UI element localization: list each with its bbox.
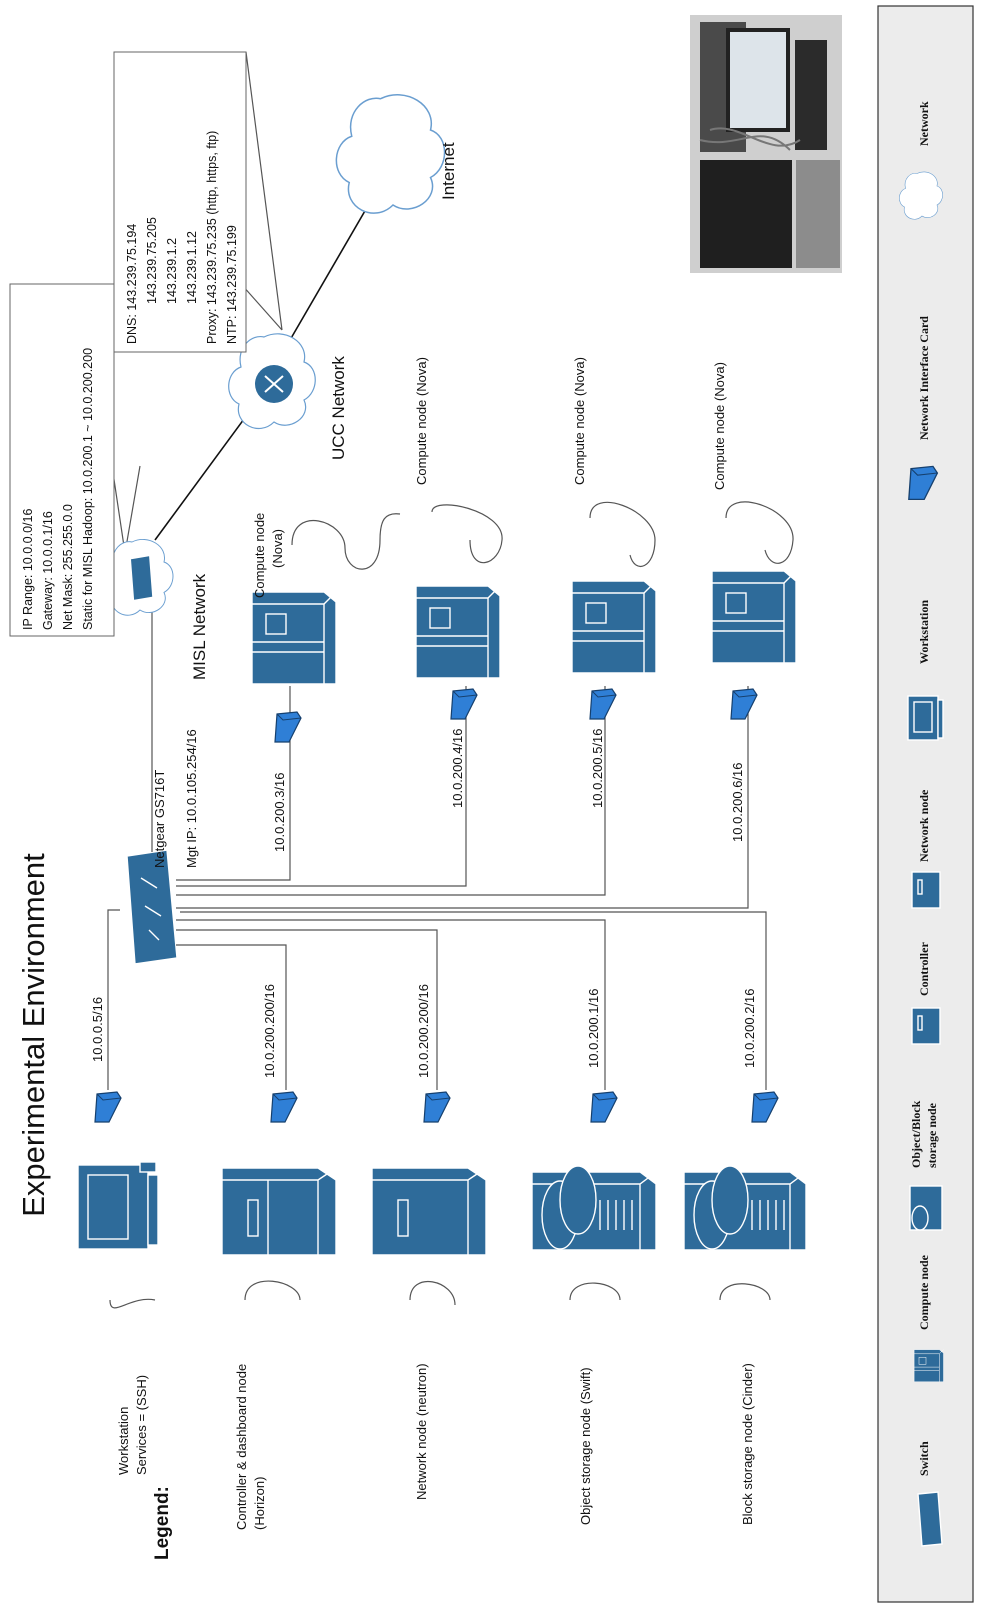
legend-cloud-label: Network — [917, 101, 931, 146]
legend-panel: Switch Compute node Object/Block storage… — [877, 5, 974, 1603]
legend-switch-label: Switch — [917, 1441, 931, 1476]
controller-ip: 10.0.200.200/16 — [262, 984, 277, 1078]
network-node — [371, 1091, 487, 1306]
diagram-title: Experimental Environment — [16, 853, 51, 1217]
legend-controller-label: Controller — [917, 942, 931, 996]
lab-photo — [690, 15, 842, 273]
switch-mgmt-ip: Mgt IP: 10.0.105.254/16 — [184, 729, 199, 868]
compute-node-3-ip: 10.0.200.5/16 — [590, 728, 605, 808]
block-storage-label: Block storage node (Cinder) — [740, 1363, 755, 1525]
legend-workstation-icon — [907, 695, 944, 741]
misl-info-gateway: Gateway: 10.0.0.1/16 — [41, 511, 55, 630]
misl-network-cloud — [103, 538, 174, 616]
compute-node-2-ip: 10.0.200.4/16 — [450, 728, 465, 808]
legend-compute-node-label: Compute node — [917, 1254, 931, 1330]
ucc-network-cloud — [228, 333, 316, 430]
workstation-ip: 10.0.0.5/16 — [90, 997, 105, 1062]
compute-node-4-ip: 10.0.200.6/16 — [730, 762, 745, 842]
legend-storage-node-label2: storage node — [925, 1102, 939, 1168]
block-storage-node — [683, 1091, 807, 1301]
workstation-label: Workstation — [116, 1407, 131, 1475]
compute-node-1 — [251, 513, 401, 743]
legend-title: Legend: — [152, 1486, 173, 1560]
internet-label: Internet — [439, 142, 458, 200]
ucc-info-dns-3: 143.239.1.2 — [165, 238, 179, 304]
ucc-info-ntp: NTP: 143.239.75.199 — [225, 225, 239, 344]
workstation-node — [77, 1091, 159, 1309]
misl-info-box: IP Range: 10.0.0.0/16 Gateway: 10.0.0.1/… — [9, 283, 115, 637]
object-storage-node — [531, 1091, 657, 1301]
compute-node-2-label: Compute node (Nova) — [414, 357, 429, 485]
ucc-info-box: DNS: 143.239.75.194 143.239.75.205 143.2… — [113, 51, 247, 353]
misl-info-netmask: Net Mask: 255.255.0.0 — [61, 504, 75, 630]
misl-info-ip-range: IP Range: 10.0.0.0/16 — [21, 509, 35, 630]
compute-node-1-ip: 10.0.200.3/16 — [272, 772, 287, 852]
compute-node-1-label2: (Nova) — [270, 529, 285, 568]
legend-storage-node-label: Object/Block — [909, 1100, 923, 1168]
compute-node-4 — [711, 501, 797, 720]
controller-node — [221, 1091, 337, 1301]
controller-label: Controller & dashboard node — [234, 1364, 249, 1530]
object-storage-ip: 10.0.200.1/16 — [586, 988, 601, 1068]
misl-info-static: Static for MISL Hadoop: 10.0.200.1 ~ 10.… — [81, 348, 95, 630]
ucc-info-dns-4: 143.239.1.12 — [185, 231, 199, 304]
legend-network-node-icon — [911, 871, 941, 909]
compute-node-3-label: Compute node (Nova) — [572, 357, 587, 485]
legend-controller-icon — [911, 1007, 941, 1045]
compute-node-2 — [415, 504, 503, 720]
legend-compute-node-icon — [913, 1349, 944, 1383]
workstation-services: Services = (SSH) — [134, 1375, 149, 1475]
controller-label2: (Horizon) — [252, 1477, 267, 1530]
compute-node-1-label: Compute node — [252, 513, 267, 598]
ucc-info-proxy: Proxy: 143.239.75.235 (http, https, ftp) — [205, 131, 219, 344]
switch — [126, 849, 178, 965]
switch-name: Netgear GS716T — [152, 770, 167, 868]
ucc-info-dns-2: 143.239.75.205 — [145, 217, 159, 304]
compute-node-3 — [571, 501, 657, 720]
internet-cloud — [335, 94, 446, 214]
network-node-ip: 10.0.200.200/16 — [416, 984, 431, 1078]
legend-switch-icon — [917, 1491, 943, 1547]
ucc-network-label: UCC Network — [329, 356, 348, 460]
compute-node-4-label: Compute node (Nova) — [712, 362, 727, 490]
legend-storage-node-icon — [909, 1185, 943, 1231]
network-node-label: Network node (neutron) — [414, 1363, 429, 1500]
block-storage-ip: 10.0.200.2/16 — [742, 988, 757, 1068]
misl-network-label: MISL Network — [190, 573, 209, 680]
legend-network-node-label: Network node — [917, 789, 931, 862]
object-storage-label: Object storage node (Swift) — [578, 1367, 593, 1525]
ucc-info-dns: DNS: 143.239.75.194 — [125, 224, 139, 344]
legend-nic-label: Network Interface Card — [917, 316, 931, 440]
legend-workstation-label: Workstation — [917, 600, 931, 664]
